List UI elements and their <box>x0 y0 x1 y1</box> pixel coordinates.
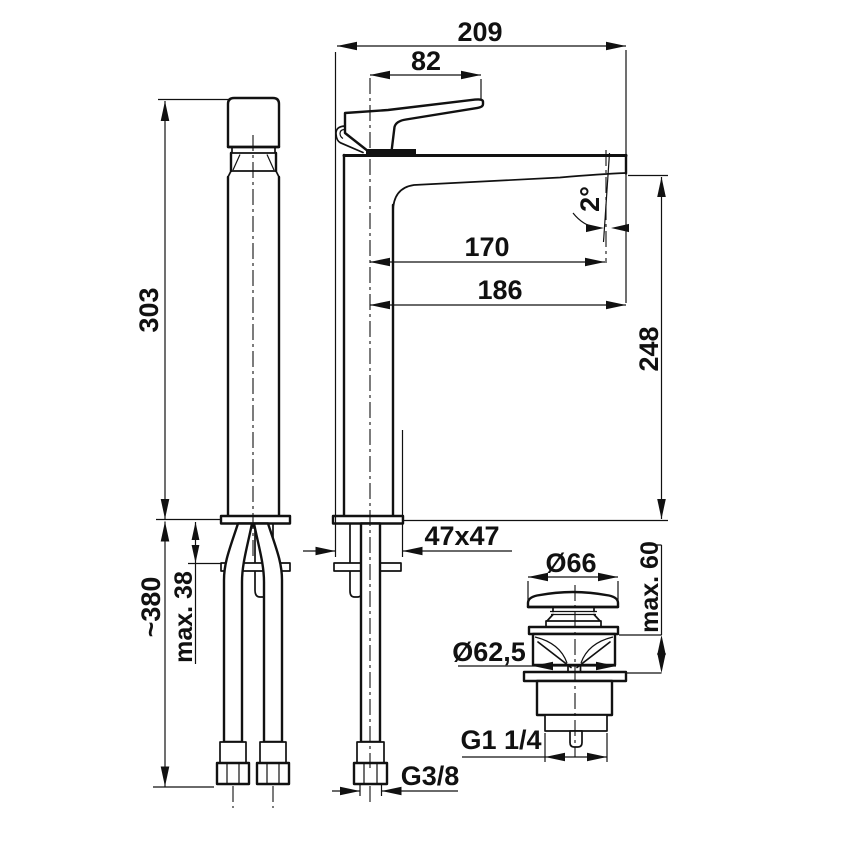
drain-valve <box>522 585 628 757</box>
dim-base-size: 47x47 <box>424 521 499 551</box>
handle-lever <box>343 98 485 153</box>
dim-body-height: 303 <box>134 287 164 332</box>
dim-cap-diameter: Ø66 <box>545 548 596 578</box>
side-view-faucet <box>215 96 292 808</box>
valve-cap <box>526 590 620 609</box>
dim-valve-deck-max: max. 60 <box>636 541 664 633</box>
dim-valve-diameter: Ø62,5 <box>452 637 526 667</box>
dim-drain-thread: G1 1/4 <box>460 725 541 755</box>
dim-hose-thread: G3/8 <box>401 761 460 791</box>
dim-hose-length: ~380 <box>136 577 166 638</box>
dim-deck-max: max. 38 <box>170 571 198 663</box>
dim-total-depth: 209 <box>457 17 502 47</box>
dim-spout-angle: 2° <box>575 186 605 212</box>
dim-handle-reach: 82 <box>411 46 441 76</box>
dim-spout-height: 248 <box>634 326 664 371</box>
front-view-faucet <box>331 78 628 806</box>
dim-spout-depth: 186 <box>477 275 522 305</box>
dim-spout-reach: 170 <box>464 232 509 262</box>
dimension-annotations: 209 82 170 186 47x47 G3/8 Ø66 Ø62,5 G1 1… <box>134 17 668 796</box>
hose-left <box>222 522 254 744</box>
